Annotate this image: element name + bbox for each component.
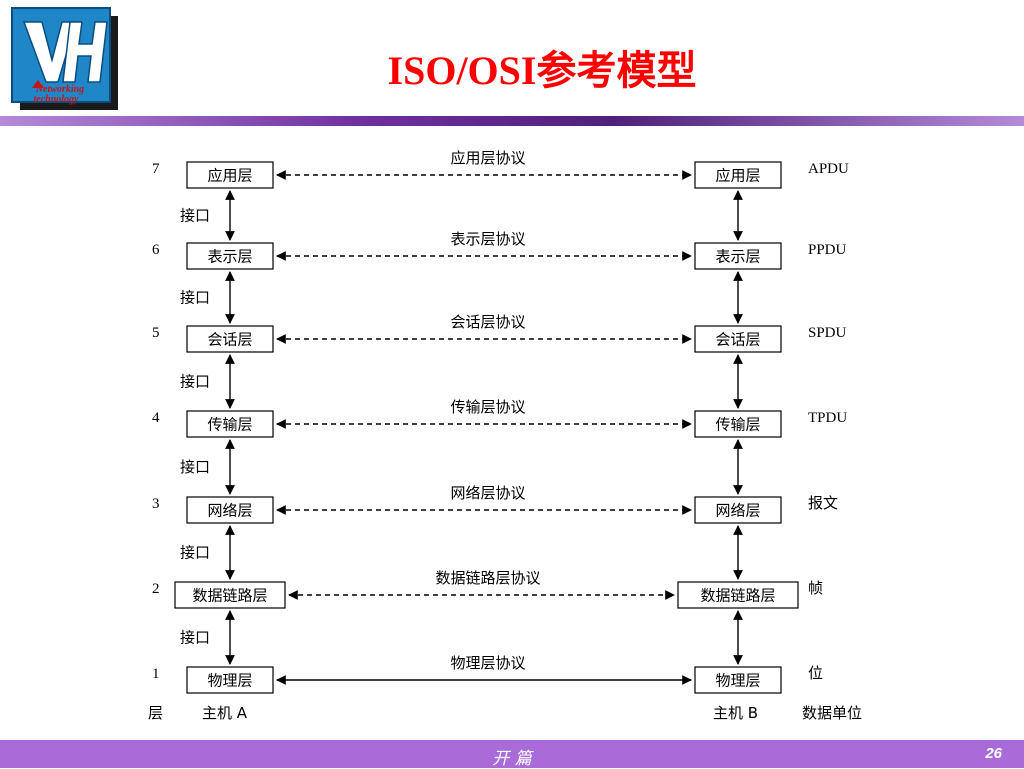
host-a-layer-label: 表示层 <box>207 248 252 266</box>
host-b-layer-label: 物理层 <box>715 672 760 690</box>
host-a-layer-label: 网络层 <box>207 502 252 520</box>
footer-bar: 开 篇 26 <box>0 740 1024 769</box>
layer-number: 7 <box>152 161 160 177</box>
page-number: 26 <box>985 745 1002 762</box>
interface-label: 接口 <box>180 207 210 225</box>
host-a-layer-label: 物理层 <box>207 672 252 690</box>
interface-label: 接口 <box>180 289 210 307</box>
interface-label: 接口 <box>180 629 210 647</box>
host-a-layer-box <box>174 581 286 609</box>
host-b-layer-box <box>677 581 799 609</box>
host-a-layer-label: 应用层 <box>207 167 252 185</box>
slide-title: ISO/OSI参考模型 <box>387 48 697 93</box>
layer-number: 3 <box>152 496 160 512</box>
data-unit-label: 数据单位 <box>802 704 862 722</box>
logo: Networking technology <box>8 6 120 112</box>
interface-label: 接口 <box>180 373 210 391</box>
protocol-label: 会话层协议 <box>450 313 525 331</box>
host-b-layer-box <box>694 325 782 353</box>
host-b-layer-box <box>694 242 782 270</box>
layer-number: 1 <box>152 666 160 682</box>
title-divider <box>0 116 1024 126</box>
host-b-layer-label: 传输层 <box>715 416 760 434</box>
host-b-layer-label: 网络层 <box>715 502 760 520</box>
host-b-layer-box <box>694 496 782 524</box>
host-b-layer-box <box>694 161 782 189</box>
layer-number: 5 <box>152 325 160 341</box>
data-unit: 帧 <box>808 580 823 597</box>
protocol-label: 物理层协议 <box>450 654 525 672</box>
layer-axis-label: 层 <box>148 704 163 722</box>
host-a-layer-box <box>186 666 274 694</box>
svg-text:Networking: Networking <box>35 84 84 95</box>
interface-label: 接口 <box>180 544 210 562</box>
host-a-layer-box <box>186 242 274 270</box>
host-a-layer-box <box>186 161 274 189</box>
footer-section-label: 开 篇 <box>492 749 532 769</box>
host-a-label: 主机 A <box>202 704 248 722</box>
data-unit: 报文 <box>808 495 838 512</box>
host-b-layer-box <box>694 410 782 438</box>
interface-label: 接口 <box>180 458 210 476</box>
host-a-layer-box <box>186 410 274 438</box>
host-a-layer-label: 数据链路层 <box>192 587 267 605</box>
layer-number: 6 <box>152 242 160 258</box>
host-a-layer-label: 会话层 <box>207 331 252 349</box>
protocol-label: 数据链路层协议 <box>435 569 540 587</box>
host-a-layer-box <box>186 496 274 524</box>
protocol-label: 网络层协议 <box>450 484 525 502</box>
data-unit: SPDU <box>808 325 847 341</box>
host-b-layer-label: 应用层 <box>715 167 760 185</box>
host-a-layer-label: 传输层 <box>207 416 252 434</box>
host-b-layer-label: 会话层 <box>715 331 760 349</box>
data-unit: PPDU <box>808 242 847 258</box>
host-b-label: 主机 B <box>713 704 758 722</box>
svg-text:technology: technology <box>34 94 80 105</box>
protocol-label: 应用层协议 <box>450 149 525 167</box>
data-unit: 位 <box>808 665 823 682</box>
protocol-label: 传输层协议 <box>450 398 525 416</box>
layer-number: 4 <box>152 410 160 426</box>
host-b-layer-label: 数据链路层 <box>700 587 775 605</box>
osi-diagram: 7 应用层 应用层 应用层协议 APDU 接口 6 表示层 表示层 表示层协议 PPDU 接口 5 会话层… <box>148 149 862 722</box>
data-unit: APDU <box>808 161 849 177</box>
protocol-label: 表示层协议 <box>450 230 525 248</box>
data-unit: TPDU <box>808 410 847 426</box>
host-b-layer-label: 表示层 <box>715 248 760 266</box>
layer-number: 2 <box>152 581 160 597</box>
host-a-layer-box <box>186 325 274 353</box>
host-b-layer-box <box>694 666 782 694</box>
